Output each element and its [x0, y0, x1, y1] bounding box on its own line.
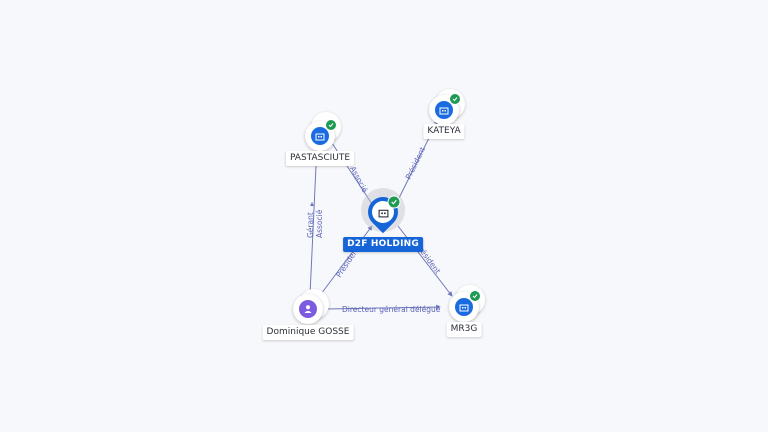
building-icon	[435, 101, 453, 119]
node-label-main[interactable]: D2F HOLDING	[343, 237, 423, 252]
edge-label-person-mr3g: Directeur général délégué	[342, 305, 441, 314]
edge-label-main-pastasciute: Associé	[348, 165, 369, 195]
node-kateya[interactable]	[429, 93, 461, 125]
edge-label-person-pastasciute-2: Associé	[315, 209, 324, 238]
verified-check-icon	[469, 290, 481, 302]
node-label-kateya[interactable]: KATEYA	[423, 124, 465, 139]
node-mr3g[interactable]	[449, 290, 481, 322]
node-label-mr3g[interactable]: MR3G	[446, 322, 482, 337]
node-person[interactable]	[293, 294, 323, 324]
edge-main-pastasciute	[329, 139, 373, 205]
verified-check-icon	[387, 195, 401, 209]
edge-person-mr3g	[325, 304, 441, 310]
building-icon	[455, 298, 473, 316]
building-icon	[311, 127, 329, 145]
node-label-person[interactable]: Dominique GOSSE	[262, 325, 354, 340]
person-icon	[299, 300, 317, 318]
edge-label-person-pastasciute-1: Gérant	[306, 212, 315, 238]
node-pastasciute[interactable]	[305, 119, 337, 151]
edge-label-main-kateya: Président	[404, 145, 427, 180]
edge-arrowhead	[310, 202, 314, 206]
edge-person-pastasciute-1	[309, 165, 317, 296]
verified-check-icon	[449, 93, 461, 105]
verified-check-icon	[325, 119, 337, 131]
node-label-pastasciute[interactable]: PASTASCIUTE	[285, 151, 355, 166]
